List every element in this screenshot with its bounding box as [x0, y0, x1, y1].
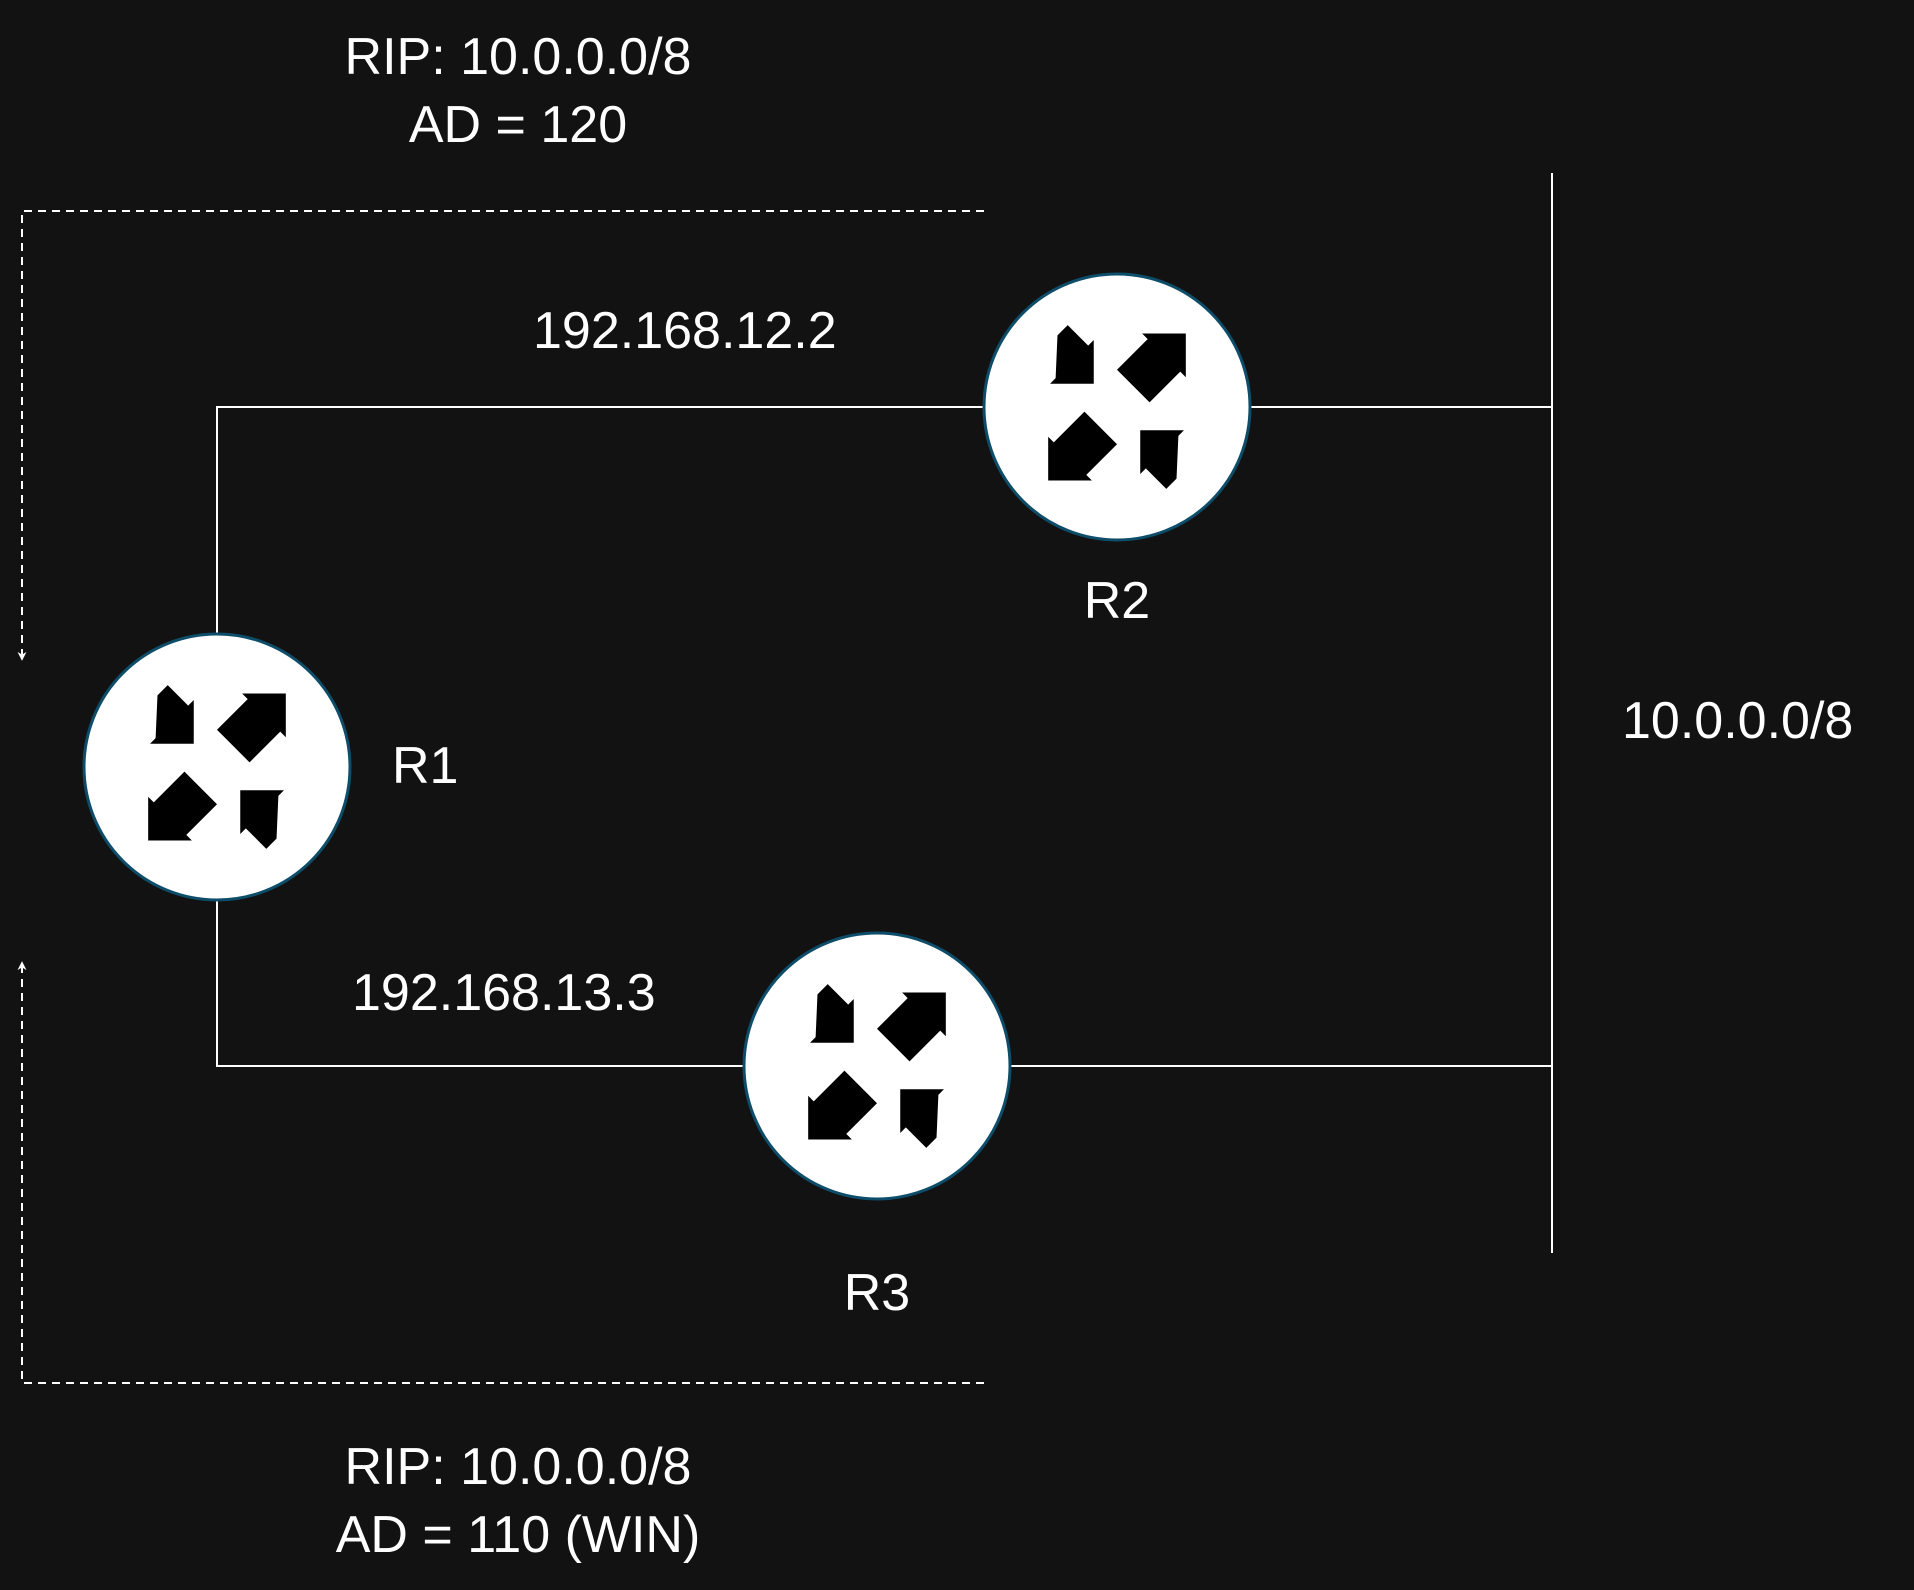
top-route-ad: AD = 120	[408, 95, 628, 154]
top-route-label: RIP: 10.0.0.0/8 AD = 120	[345, 24, 692, 159]
network-label: 10.0.0.0/8	[1622, 692, 1854, 750]
router-r3-icon	[742, 931, 1012, 1201]
r1-r3-link-ip: 192.168.13.3	[352, 964, 656, 1022]
router-r2-label: R2	[1083, 572, 1151, 630]
r1-r2-link-ip: 192.168.12.2	[533, 302, 837, 360]
link-r1-r2	[216, 406, 984, 633]
top-route-dashed-arrow	[17, 210, 984, 661]
router-r1-icon	[82, 632, 352, 902]
bottom-route-ad: AD = 110 (WIN)	[335, 1505, 701, 1564]
top-route-protocol: RIP: 10.0.0.0/8	[344, 28, 692, 86]
router-r1-label: R1	[392, 737, 459, 795]
router-r2-icon	[982, 272, 1252, 542]
bottom-route-protocol: RIP: 10.0.0.0/8	[344, 1438, 692, 1496]
link-r1-r3	[216, 901, 744, 1067]
router-r3-label: R3	[843, 1264, 911, 1322]
bottom-route-label: RIP: 10.0.0.0/8 AD = 110 (WIN)	[336, 1434, 701, 1569]
